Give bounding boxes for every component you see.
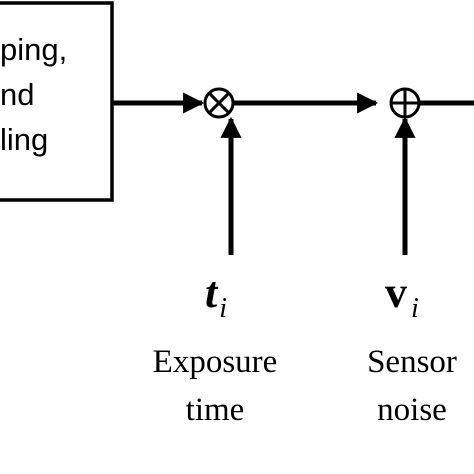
- process-box-line-3: ling: [0, 122, 48, 157]
- exposure-symbol-main: t: [205, 268, 219, 317]
- exposure-symbol-subscript: i: [219, 293, 227, 324]
- process-box-line-1: ping,: [0, 32, 67, 67]
- circled-plus-icon: [389, 87, 421, 119]
- noise-caption-line-2: noise: [377, 392, 447, 428]
- noise-symbol-subscript: i: [411, 293, 419, 324]
- exposure-caption-line-1: Exposure: [153, 344, 278, 380]
- noise-symbol-main: v: [385, 268, 407, 317]
- exposure-caption-line-2: time: [186, 392, 245, 428]
- circled-times-icon: [203, 87, 235, 119]
- process-box-line-2: nd: [0, 77, 34, 112]
- noise-caption-line-1: Sensor: [367, 344, 457, 380]
- exposure-symbol: ti: [205, 268, 227, 324]
